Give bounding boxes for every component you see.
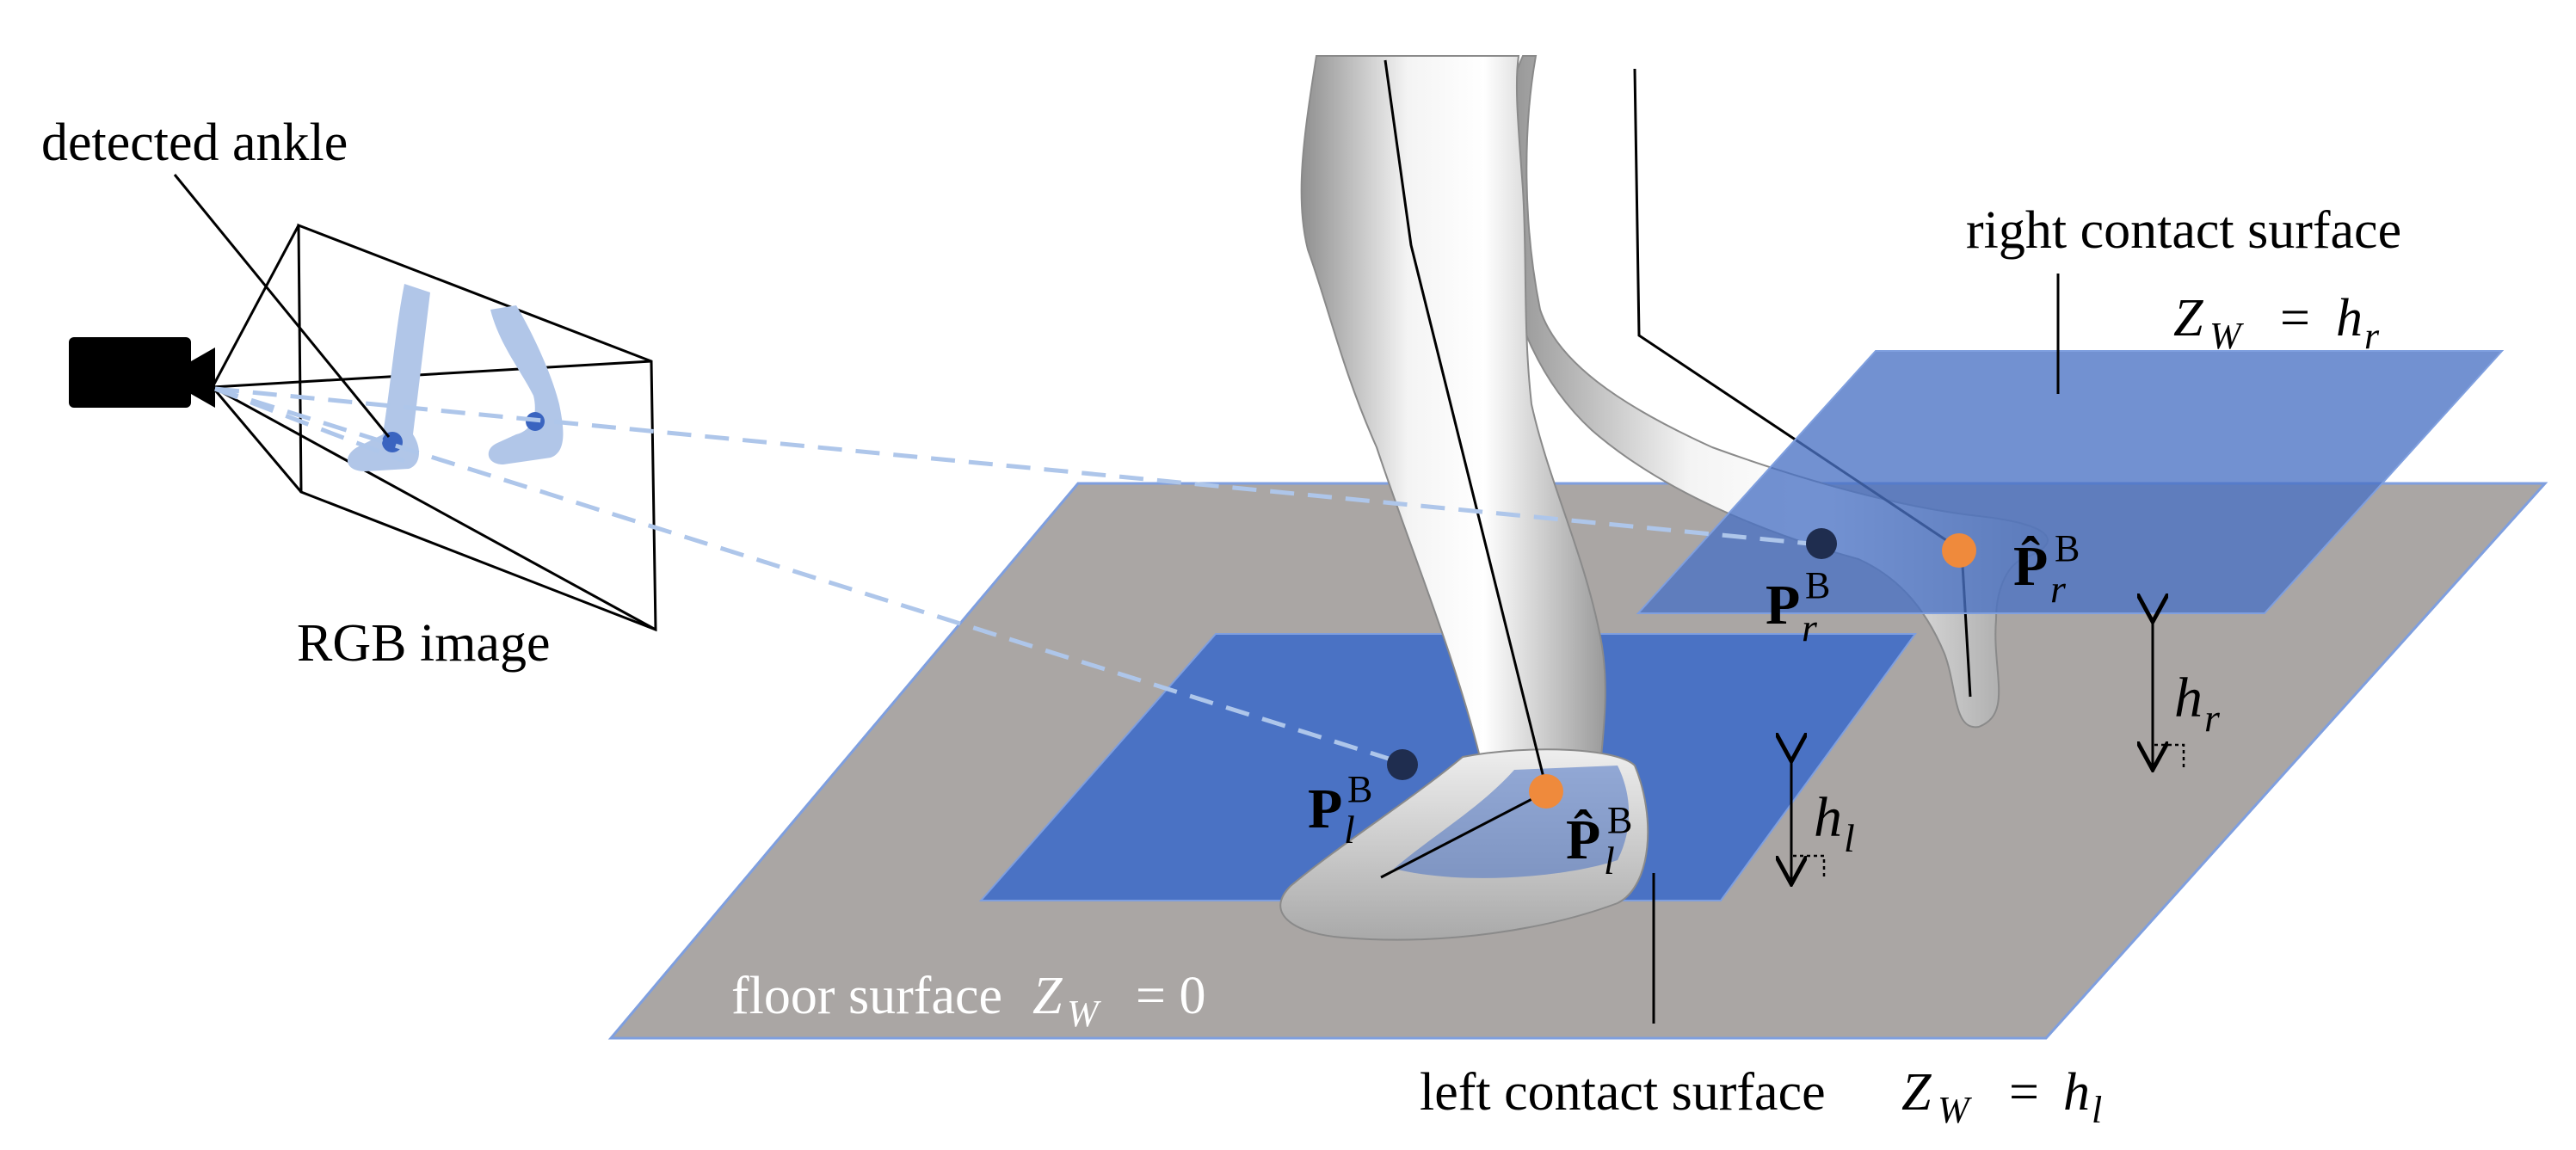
svg-text:B: B xyxy=(1347,768,1372,810)
image-ankle-left xyxy=(382,432,403,452)
svg-text:r: r xyxy=(2364,315,2380,357)
h-l-label: h l xyxy=(1814,786,1855,860)
estimated-ankle-left-point xyxy=(1529,774,1563,809)
detected-ankle-right-point xyxy=(1806,528,1837,559)
svg-text:= 0: = 0 xyxy=(1136,967,1205,1025)
svg-text:B: B xyxy=(2055,527,2080,569)
h-r-label: h r xyxy=(2174,667,2221,740)
p-r-label: P r B xyxy=(1766,564,1830,649)
svg-text:h: h xyxy=(1814,786,1842,849)
svg-text:l: l xyxy=(2092,1089,2102,1131)
camera-frustum xyxy=(211,223,657,632)
p-l-hat-label: P̂ l B xyxy=(1566,799,1632,882)
svg-text:Z: Z xyxy=(2173,289,2203,347)
left-contact-surface-label: left contact surface Z W = h l xyxy=(1420,1063,2102,1131)
p-l-label: P l B xyxy=(1308,768,1372,852)
h-l-arrow xyxy=(1791,759,1826,882)
svg-text:P̂: P̂ xyxy=(1566,809,1600,871)
right-contact-equation: Z W = h r xyxy=(2173,289,2380,357)
video-camera-icon xyxy=(69,337,215,408)
rgb-image-label: RGB image xyxy=(297,614,550,673)
svg-text:P̂: P̂ xyxy=(2013,535,2048,598)
svg-text:W: W xyxy=(2209,315,2244,357)
svg-text:r: r xyxy=(2050,567,2067,611)
svg-text:left contact surface: left contact surface xyxy=(1420,1063,1826,1122)
svg-text:B: B xyxy=(1607,799,1632,841)
svg-text:P: P xyxy=(1308,778,1342,840)
svg-text:floor surface: floor surface xyxy=(731,967,1002,1025)
svg-text:=: = xyxy=(2009,1063,2039,1122)
svg-text:h: h xyxy=(2174,667,2203,729)
h-r-arrow xyxy=(2153,619,2185,767)
p-r-hat-label: P̂ r B xyxy=(2013,527,2080,611)
detected-ankle-left-point xyxy=(1387,749,1418,780)
svg-text:l: l xyxy=(1604,839,1615,882)
svg-text:r: r xyxy=(2204,696,2221,740)
svg-text:W: W xyxy=(1938,1089,1972,1131)
svg-text:h: h xyxy=(2336,289,2363,347)
floor-surface-label: floor surface Z W = 0 xyxy=(731,967,1205,1035)
svg-text:Z: Z xyxy=(1901,1063,1932,1122)
svg-text:=: = xyxy=(2280,289,2310,347)
svg-text:l: l xyxy=(1344,808,1355,852)
svg-text:B: B xyxy=(1805,564,1830,606)
left-contact-surface xyxy=(978,633,1917,901)
detected-ankle-leader xyxy=(173,174,391,438)
svg-text:P: P xyxy=(1766,574,1800,636)
detected-ankle-label: detected ankle xyxy=(41,114,348,172)
svg-text:Z: Z xyxy=(1032,967,1063,1025)
right-contact-surface xyxy=(1636,350,2505,614)
svg-text:r: r xyxy=(1802,606,1818,649)
svg-text:l: l xyxy=(1844,816,1855,860)
right-contact-surface-label: right contact surface xyxy=(1966,201,2401,260)
svg-text:h: h xyxy=(2063,1063,2090,1122)
projection-rays xyxy=(214,386,1810,766)
image-legs xyxy=(347,284,564,471)
svg-text:W: W xyxy=(1067,993,1101,1035)
estimated-ankle-right-point xyxy=(1942,533,1976,568)
